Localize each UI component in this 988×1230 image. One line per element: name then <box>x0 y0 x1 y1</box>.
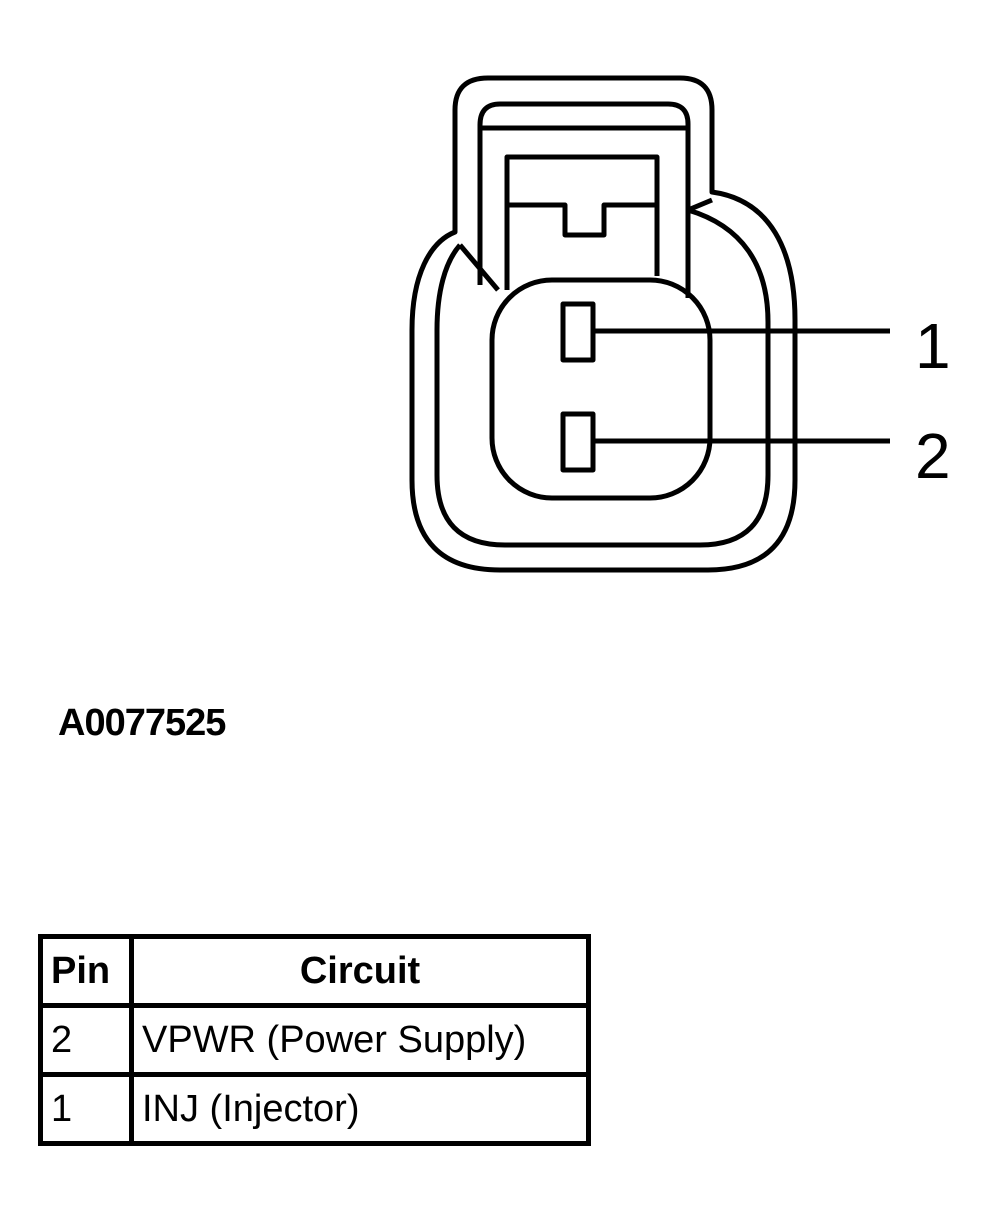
header-pin: Pin <box>38 934 134 1008</box>
connector-inner-shell <box>434 207 771 548</box>
pin-1-label: 1 <box>915 310 951 382</box>
latch-tab <box>504 154 660 290</box>
pin-2-label: 2 <box>915 420 951 492</box>
terminal-cavity <box>489 277 713 501</box>
pin-table: Pin Circuit 2 VPWR (Power Supply) 1 INJ … <box>38 934 591 1146</box>
table-header-row: Pin Circuit <box>38 934 591 1008</box>
table-cell-pin: 2 <box>38 1003 134 1077</box>
table-row: 2 VPWR (Power Supply) <box>38 1003 591 1077</box>
figure-id: A0077525 <box>58 702 226 744</box>
latch-notch <box>507 202 657 238</box>
latch-shoulder-left <box>458 243 500 292</box>
pin-2-terminal <box>560 411 596 473</box>
table-row: 1 INJ (Injector) <box>38 1072 591 1146</box>
table-cell-pin: 1 <box>38 1072 134 1146</box>
table-cell-circuit: INJ (Injector) <box>129 1072 591 1146</box>
connector-outer-shell <box>409 75 798 573</box>
table-cell-circuit: VPWR (Power Supply) <box>129 1003 591 1077</box>
connector-diagram: 1 2 <box>409 75 951 573</box>
latch-outer <box>477 101 691 298</box>
latch-shoulder-right <box>687 197 713 213</box>
header-circuit: Circuit <box>129 934 591 1008</box>
pin-1-terminal <box>560 301 596 363</box>
